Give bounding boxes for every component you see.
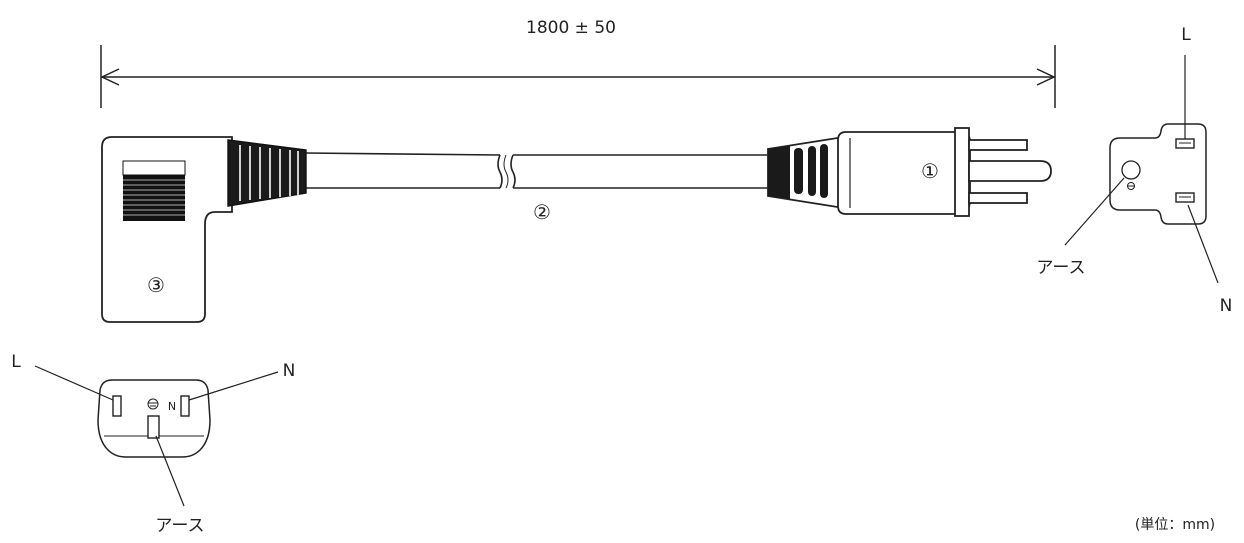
plug-prongs (968, 139, 1052, 204)
angled-connector (101, 136, 307, 323)
grip-ridges (123, 179, 185, 216)
plug-face-earth-leader (1064, 177, 1125, 246)
connector-face-slot-earth (147, 415, 160, 439)
plug (767, 127, 1052, 217)
dimension-arrow-right (1036, 68, 1056, 86)
connector-face-n-leader (188, 371, 279, 401)
plug-strain-relief-dark (768, 146, 790, 199)
plug-face-earth-hole (1121, 160, 1141, 180)
dimension-label: 1800 ± 50 (526, 18, 616, 38)
connector-part-label: ③ (147, 273, 165, 297)
plug-part-label: ① (921, 159, 939, 183)
plug-body (837, 131, 971, 215)
connector-face-inner-n-label: N (168, 400, 176, 413)
plug-earth-pin (968, 160, 1052, 182)
earth-symbol-icon (147, 398, 159, 410)
dimension-arrow-left (100, 68, 120, 86)
plug-prong-top (968, 139, 1028, 151)
plug-face-l-label: L (1181, 25, 1191, 45)
plug-face-earth-label: アース (1036, 258, 1085, 278)
connector-strain-relief (227, 139, 307, 207)
connector-face-l-leader (34, 365, 114, 401)
connector-face-earth-label: アース (155, 516, 204, 536)
plug-face-n-leader (1187, 204, 1219, 284)
plug-face-n-label: N (1220, 296, 1233, 316)
connector-face-earth-leader (155, 435, 185, 507)
connector-face-l-label: L (11, 352, 21, 372)
connector-face-slot-l (112, 395, 122, 417)
connector-face-slot-n (180, 395, 190, 417)
cord-part-label: ② (533, 200, 551, 224)
connector-face-view (34, 365, 279, 507)
connector-face-n-label: N (283, 361, 296, 381)
plug-face-view (1064, 55, 1219, 284)
plug-prong-bottom (968, 192, 1028, 204)
plug-face-plate (954, 127, 970, 217)
cord-left-segment (304, 152, 509, 189)
length-dimension (100, 45, 1056, 108)
plug-grip-slots (794, 144, 828, 198)
strain-relief-ribs (239, 145, 299, 201)
cord-right-segment (510, 154, 768, 189)
unit-note: (単位：mm) (1135, 517, 1215, 533)
